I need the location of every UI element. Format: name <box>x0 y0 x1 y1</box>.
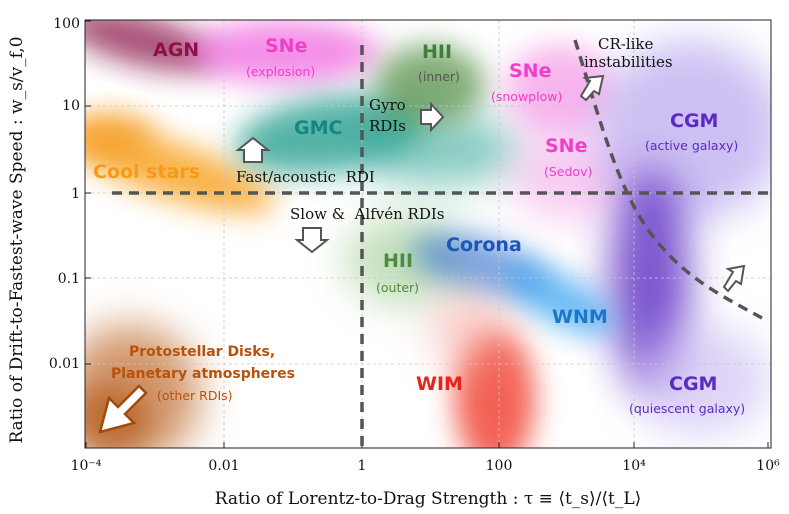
direction-arrows <box>235 74 746 293</box>
y-tick-label: 100 <box>53 16 80 32</box>
sub-hii-outer: (outer) <box>376 280 419 295</box>
annot-cr-1: CR-like <box>598 35 654 53</box>
sub-other-rdis: (other RDIs) <box>157 388 233 403</box>
x-tick-label: 10⁻⁴ <box>71 458 102 474</box>
y-tick-label: 1 <box>71 186 80 202</box>
sub-sne-sedov: (Sedov) <box>544 164 592 179</box>
x-tick-label: 0.01 <box>208 458 239 474</box>
blob-cgm-quiescent <box>630 325 770 435</box>
down-arrow-icon <box>294 227 330 254</box>
tick-labels: 10⁻⁴ 0.01 1 100 10⁴ 10⁶ 100 10 1 0.1 0.0… <box>49 16 780 474</box>
label-protostellar: Protostellar Disks, <box>129 344 275 360</box>
x-tick-label: 10⁶ <box>756 458 780 474</box>
y-tick-label: 0.01 <box>49 356 80 372</box>
x-axis-title: Ratio of Lorentz-to-Drag Strength : τ ≡ … <box>215 489 642 509</box>
cr-arrow-icon <box>722 264 746 293</box>
blob-wim-halo <box>430 290 510 370</box>
blob-cool-stars-2 <box>85 113 155 157</box>
label-cool-stars: Cool stars <box>93 161 200 183</box>
blob-wnm <box>505 264 615 336</box>
sub-sne-snowplow: (snowplow) <box>491 89 562 104</box>
up-arrow-icon <box>235 136 271 163</box>
annot-slow-rdi: Slow & Alfvén RDIs <box>290 205 445 223</box>
blob-gmc-2 <box>360 115 520 185</box>
annot-gyro-2: RDIs <box>369 117 406 135</box>
cr-like-boundary <box>573 39 763 320</box>
sub-cgm-quiescent: (quiescent galaxy) <box>629 401 745 416</box>
sub-sne-explosion: (explosion) <box>246 64 315 79</box>
protostellar-arrow-icon <box>98 384 148 434</box>
y-tick-label: 10 <box>62 98 80 114</box>
blob-sne-explosion <box>190 20 380 84</box>
label-cgm-active: CGM <box>670 110 718 132</box>
blob-agn <box>85 20 218 72</box>
label-hii-outer: HII <box>383 250 413 272</box>
annot-fast-rdi: Fast/acoustic RDI <box>236 168 375 186</box>
plot-frame <box>84 19 772 449</box>
label-hii-inner: HII <box>422 41 452 63</box>
x-tick-label: 10⁴ <box>622 458 646 474</box>
label-sne-explosion: SNe <box>265 35 307 57</box>
right-arrow-icon <box>420 101 445 133</box>
y-axis-title: Ratio of Drift-to-Fastest-wave Speed : w… <box>7 36 27 443</box>
sub-cgm-active: (active galaxy) <box>645 138 738 153</box>
diag-arrow-icon <box>579 74 605 102</box>
sub-hii-inner: (inner) <box>418 69 460 84</box>
x-tick-label: 1 <box>358 458 367 474</box>
label-planetary: Planetary atmospheres <box>111 366 295 382</box>
label-cgm-quiescent: CGM <box>669 373 717 395</box>
label-agn: AGN <box>153 39 199 61</box>
annot-cr-2: instabilities <box>584 53 673 71</box>
label-wim: WIM <box>416 373 463 395</box>
region-blobs <box>85 20 771 448</box>
label-corona: Corona <box>446 234 522 256</box>
annotations: Gyro RDIs Fast/acoustic RDI Slow & Alfvé… <box>236 35 673 223</box>
label-sne-snowplow: SNe <box>509 60 551 82</box>
y-tick-label: 0.1 <box>58 271 80 287</box>
annot-gyro-1: Gyro <box>369 96 406 114</box>
label-gmc: GMC <box>294 117 342 139</box>
x-tick-label: 100 <box>486 458 513 474</box>
region-labels: AGN SNe (explosion) HII (inner) SNe (sno… <box>93 35 745 416</box>
blob-sne-snowplow <box>505 45 615 135</box>
blob-hii-inner <box>375 45 485 125</box>
label-sne-sedov: SNe <box>545 135 587 157</box>
label-wnm: WNM <box>552 306 608 328</box>
